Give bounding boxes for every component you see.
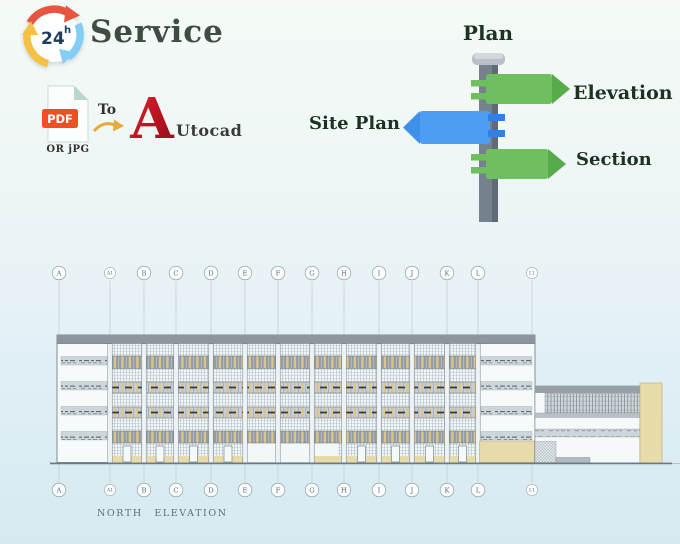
grid-label: C — [173, 486, 178, 494]
grid-bubble — [371, 482, 387, 498]
autocad-wordmark: Utocad — [176, 121, 243, 140]
label-elevation: Elevation — [573, 82, 673, 104]
pdf-badge — [42, 109, 78, 128]
grid-label: A1 — [106, 271, 113, 277]
pdf-file-icon: PDF — [42, 85, 89, 143]
grid-bubble — [336, 482, 352, 498]
spandrel-band-1 — [110, 356, 478, 369]
left-wall-bands — [60, 356, 108, 441]
grid-label: A — [56, 269, 62, 277]
badge-circle — [28, 10, 80, 62]
grid-label: B — [142, 486, 147, 494]
grid-label: G — [309, 269, 314, 277]
grid-label: I — [378, 486, 381, 494]
annex-hatch-block — [534, 441, 557, 463]
badge-number: 24 — [41, 29, 65, 49]
grid-label: B — [142, 269, 147, 277]
grid-bubble — [237, 265, 253, 281]
grid-label: L — [476, 269, 481, 277]
grid-bubble — [470, 482, 486, 498]
page-title: Service — [90, 14, 224, 50]
grid-label: E — [243, 486, 248, 494]
grid-label: L1 — [529, 488, 535, 494]
grid-label: J — [410, 269, 414, 277]
24h-cycle-icon: 24 h — [22, 5, 84, 68]
grid-bubble — [136, 265, 152, 281]
grid-bubble — [203, 265, 219, 281]
grid-label: A1 — [106, 488, 113, 494]
annex-roof-band — [535, 386, 640, 393]
to-label: To — [98, 102, 117, 118]
label-plan: Plan — [462, 21, 514, 45]
drawing-caption: NORTH ELEVATION — [97, 508, 228, 519]
grid-label: J — [410, 486, 414, 494]
grid-bubble — [237, 482, 253, 498]
badge-sup: h — [64, 25, 71, 36]
right-tan-base — [479, 440, 535, 463]
grid-bubble — [404, 482, 420, 498]
grid-bubble — [51, 482, 67, 498]
grid-bubble — [336, 265, 352, 281]
grid-bubble — [470, 265, 486, 281]
right-wall-bands — [479, 356, 535, 463]
grid-label: F — [276, 269, 281, 277]
sign-section-arrow — [471, 149, 566, 179]
grid-label: A — [56, 486, 62, 494]
grid-label: K — [444, 486, 450, 494]
grid-label: E — [243, 269, 248, 277]
spandrel-band-4 — [110, 431, 478, 443]
grid-bubble — [104, 267, 116, 279]
grid-bubble — [304, 265, 320, 281]
red-arrow — [26, 5, 71, 26]
grid-bubble — [270, 265, 286, 281]
sign-siteplan-arrow — [403, 111, 505, 144]
grid-bubble — [168, 482, 184, 498]
grid-bubble — [104, 484, 116, 496]
to-arrow-icon — [92, 119, 124, 133]
yellow-arrow — [23, 30, 50, 68]
grid-bubble — [270, 482, 286, 498]
grid-bubble — [439, 482, 455, 498]
pdf-badge-label: PDF — [47, 112, 73, 126]
grid-bubble — [526, 484, 538, 496]
grid-label: L — [476, 486, 481, 494]
grid-label: F — [276, 486, 281, 494]
window-field — [107, 343, 481, 464]
grid-label: H — [341, 486, 347, 494]
door-openings — [122, 445, 467, 463]
grid-bubble — [371, 265, 387, 281]
grid-bubble — [304, 482, 320, 498]
label-section: Section — [576, 149, 652, 170]
sign-elevation-arrow — [471, 74, 570, 104]
grid-label: D — [208, 486, 214, 494]
label-site-plan: Site Plan — [309, 113, 400, 134]
main-building-block — [56, 334, 536, 464]
grid-bubble — [136, 482, 152, 498]
grid-label: D — [208, 269, 214, 277]
grid-label: I — [378, 269, 381, 277]
grid-bubble — [51, 265, 67, 281]
parapet-band — [57, 335, 535, 344]
grid-bubble — [439, 265, 455, 281]
grid-bubble — [168, 265, 184, 281]
grid-label: H — [341, 269, 347, 277]
autocad-initial: A — [129, 88, 175, 146]
piers — [107, 343, 481, 464]
page-fold — [74, 86, 88, 100]
grid-label: K — [444, 269, 450, 277]
grid-label: G — [309, 486, 314, 494]
autocad-logo: A — [129, 88, 175, 146]
grid-label: L1 — [529, 271, 535, 277]
annex-block — [534, 382, 663, 464]
grid-label: C — [173, 269, 178, 277]
grid-bubble — [526, 267, 538, 279]
or-jpg-label: OR jPG — [46, 144, 90, 155]
grid-bubble — [203, 482, 219, 498]
grid-bubble — [404, 265, 420, 281]
